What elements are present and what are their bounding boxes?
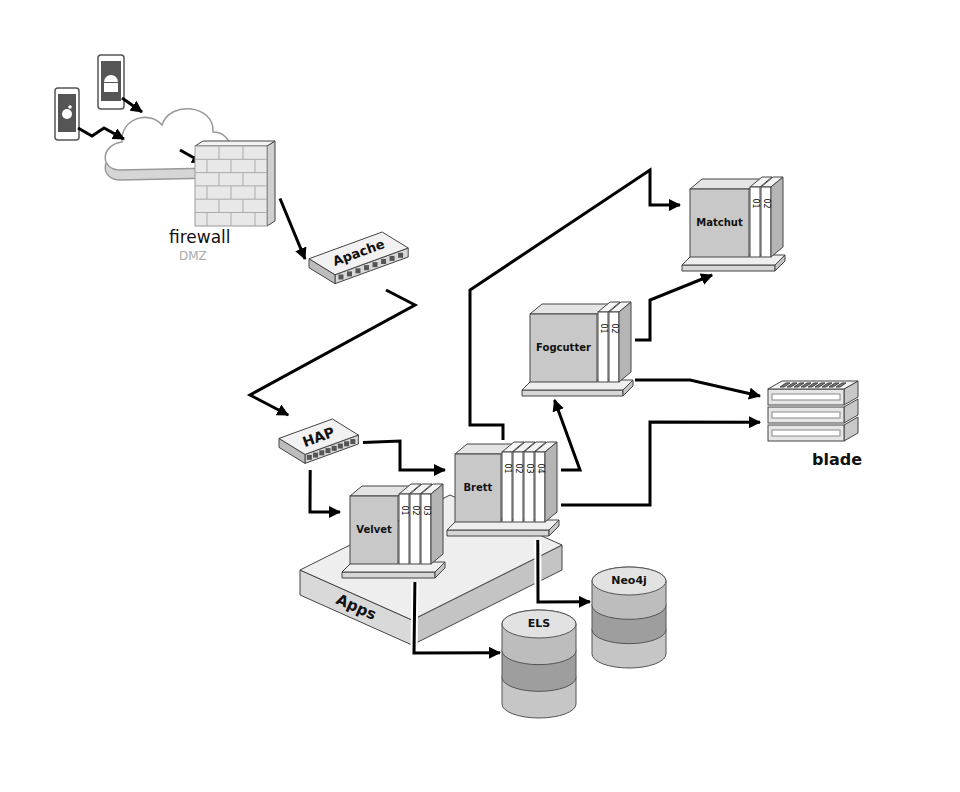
server-name: Matchut — [696, 217, 742, 229]
connector — [280, 199, 305, 260]
server-node: Fogcutter 0102 — [520, 300, 635, 400]
flow-arrow — [78, 128, 124, 139]
unit-number: 03 — [421, 505, 430, 515]
android-phone — [98, 55, 124, 109]
group-label: Apps — [333, 591, 378, 624]
unit-number: 02 — [410, 505, 419, 515]
unit-number: 02 — [761, 198, 770, 208]
device-label: firewall — [169, 228, 231, 248]
switch-node: Apache — [305, 228, 413, 290]
connector — [561, 422, 760, 505]
connector — [635, 380, 760, 396]
server-stack — [340, 482, 447, 582]
server-stack — [445, 440, 561, 540]
flow-arrow — [122, 98, 142, 112]
database-name: Neo4j — [611, 575, 647, 588]
server-name: Brett — [464, 482, 493, 494]
unit-number: 02 — [513, 463, 522, 473]
unit-number: 01 — [750, 198, 759, 208]
zone-label: DMZ — [179, 250, 207, 264]
connector — [363, 441, 445, 470]
unit-number: 03 — [524, 463, 533, 473]
switch-label: HAP — [301, 424, 337, 450]
unit-number: 01 — [502, 463, 511, 473]
connector — [310, 470, 340, 512]
blade-node: blade — [760, 375, 870, 480]
ios-phone — [55, 88, 79, 140]
unit-number: 02 — [609, 323, 618, 333]
unit-number: 04 — [535, 463, 544, 473]
connector — [555, 400, 581, 470]
unit-number: 01 — [598, 323, 607, 333]
server-name: Fogcutter — [536, 342, 591, 354]
db-node: ELS — [500, 608, 578, 720]
db-node: Neo4j — [590, 565, 668, 670]
app-platform — [300, 440, 562, 650]
server-node: Velvet 010203 — [340, 482, 447, 582]
connector — [250, 290, 415, 415]
server-node: Matchut 0102 — [680, 175, 787, 275]
platform-node: AppsBrett01020304Velvet010203 — [300, 440, 562, 650]
server-node: Brett 01020304 — [445, 440, 561, 540]
wall-node: firewallDMZ — [165, 140, 280, 270]
device-label: blade — [812, 451, 862, 469]
database-name: ELS — [528, 618, 550, 631]
unit-number: 01 — [399, 505, 408, 515]
server-name: Velvet — [356, 524, 391, 536]
connector — [635, 275, 712, 340]
switch-node: HAP — [275, 415, 363, 470]
switch-label: Apache — [331, 237, 387, 269]
